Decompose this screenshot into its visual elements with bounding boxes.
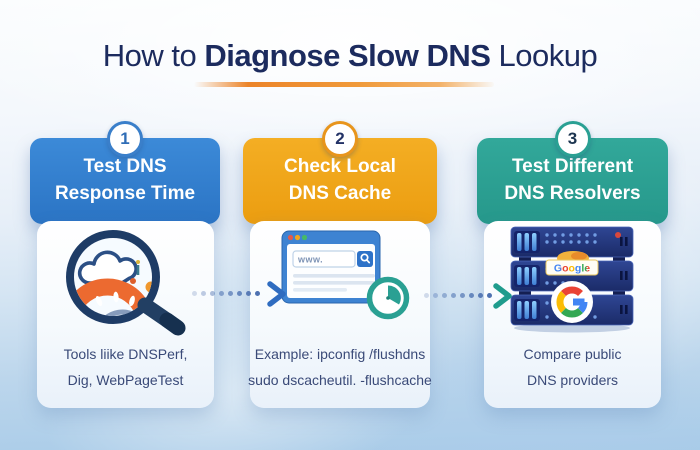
step3-number-badge: 3 [554, 121, 591, 157]
step2-heading-line2: DNS Cache [288, 183, 392, 204]
window-dot-green-icon [301, 234, 308, 241]
step1-header: 1 Test DNS Response Time [30, 121, 220, 224]
clock-icon [366, 276, 410, 320]
step3-note-line1: Compare public [523, 345, 622, 362]
chevron-right-icon [493, 283, 512, 309]
step3-heading-line2: DNS Resolvers [504, 183, 641, 204]
step1-heading-line2: Response Time [54, 183, 196, 204]
search-button-icon [357, 251, 373, 267]
title-prefix: How to [102, 38, 205, 73]
server-slots [620, 237, 628, 314]
chevron-right-icon [267, 281, 286, 307]
step3-card: Google Compare public DNS providers [484, 221, 661, 408]
step3-header: 3 Test Different DNS Resolvers [477, 121, 668, 224]
step2-card: www. Example: ipconfig /flushdns sudo ds… [248, 221, 432, 408]
title-emphasis: Diagnose Slow DNS [204, 38, 491, 73]
step1-heading-line1: Test DNS [83, 156, 167, 178]
step2-note-line2: sudo dscacheutil. -flushcache [248, 372, 432, 389]
google-wordmark-text: Google [554, 263, 590, 275]
step2-note-line1: Example: ipconfig /flushdns [254, 345, 426, 362]
server-stack-google-icon: Google [510, 226, 634, 333]
page-title: How to Diagnose Slow DNS Lookup [0, 38, 700, 74]
step2-note: Example: ipconfig /flushdns sudo dscache… [248, 341, 432, 394]
step3-note-line2: DNS providers [526, 372, 619, 389]
step2-number-badge: 2 [322, 121, 358, 157]
step2-header: 2 Check Local DNS Cache [243, 121, 437, 224]
step1-note: Tools liike DNSPerf, Dig, WebPageTest [64, 341, 188, 394]
title-suffix: Lookup [490, 38, 598, 73]
google-g-logo-icon [551, 281, 593, 323]
dotted-line [424, 293, 492, 298]
google-wordmark-badge: Google [545, 251, 599, 276]
title-underline-accent [194, 82, 494, 87]
step1-number-badge: 1 [107, 121, 143, 157]
server-status-led [615, 232, 621, 238]
step2-heading-line1: Check Local [284, 156, 396, 178]
step3-heading-line1: Test Different [511, 156, 634, 178]
step1-note-line2: Dig, WebPageTest [67, 372, 184, 389]
step3-note: Compare public DNS providers [523, 341, 621, 394]
window-dot-yellow-icon [294, 234, 301, 241]
browser-url-text: www. [297, 255, 323, 265]
magnifier-speedometer-cloud-icon [66, 230, 186, 336]
step1-note-line1: Tools liike DNSPerf, [63, 345, 188, 362]
server-vent-bars [514, 231, 540, 321]
step1-card: Tools liike DNSPerf, Dig, WebPageTest [37, 221, 214, 408]
window-dot-red-icon [287, 234, 294, 241]
browser-clock-icon: www. [281, 230, 410, 320]
dotted-line [192, 291, 260, 296]
